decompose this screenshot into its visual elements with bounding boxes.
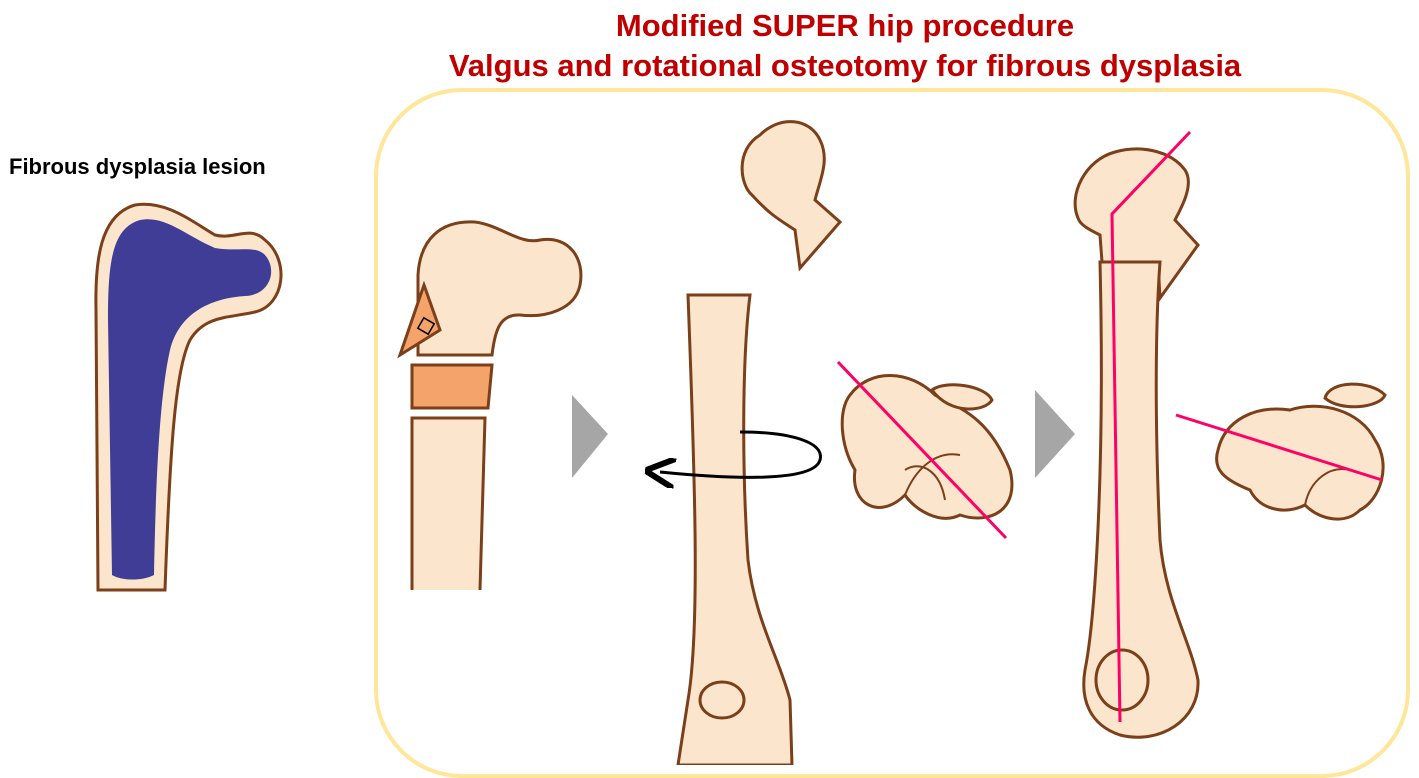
lesion-area bbox=[108, 219, 271, 579]
femur-osteotomy-planning bbox=[400, 222, 581, 590]
femur-reconstructed bbox=[1075, 132, 1385, 737]
cross-section-after bbox=[1176, 384, 1385, 519]
femur-rotation-step bbox=[660, 122, 1012, 765]
resected-segment bbox=[412, 365, 492, 408]
cross-section-before bbox=[838, 362, 1012, 538]
femur-with-lesion bbox=[96, 204, 281, 590]
next-step-arrow-icon bbox=[1035, 390, 1075, 478]
next-step-arrow-icon bbox=[572, 395, 608, 478]
